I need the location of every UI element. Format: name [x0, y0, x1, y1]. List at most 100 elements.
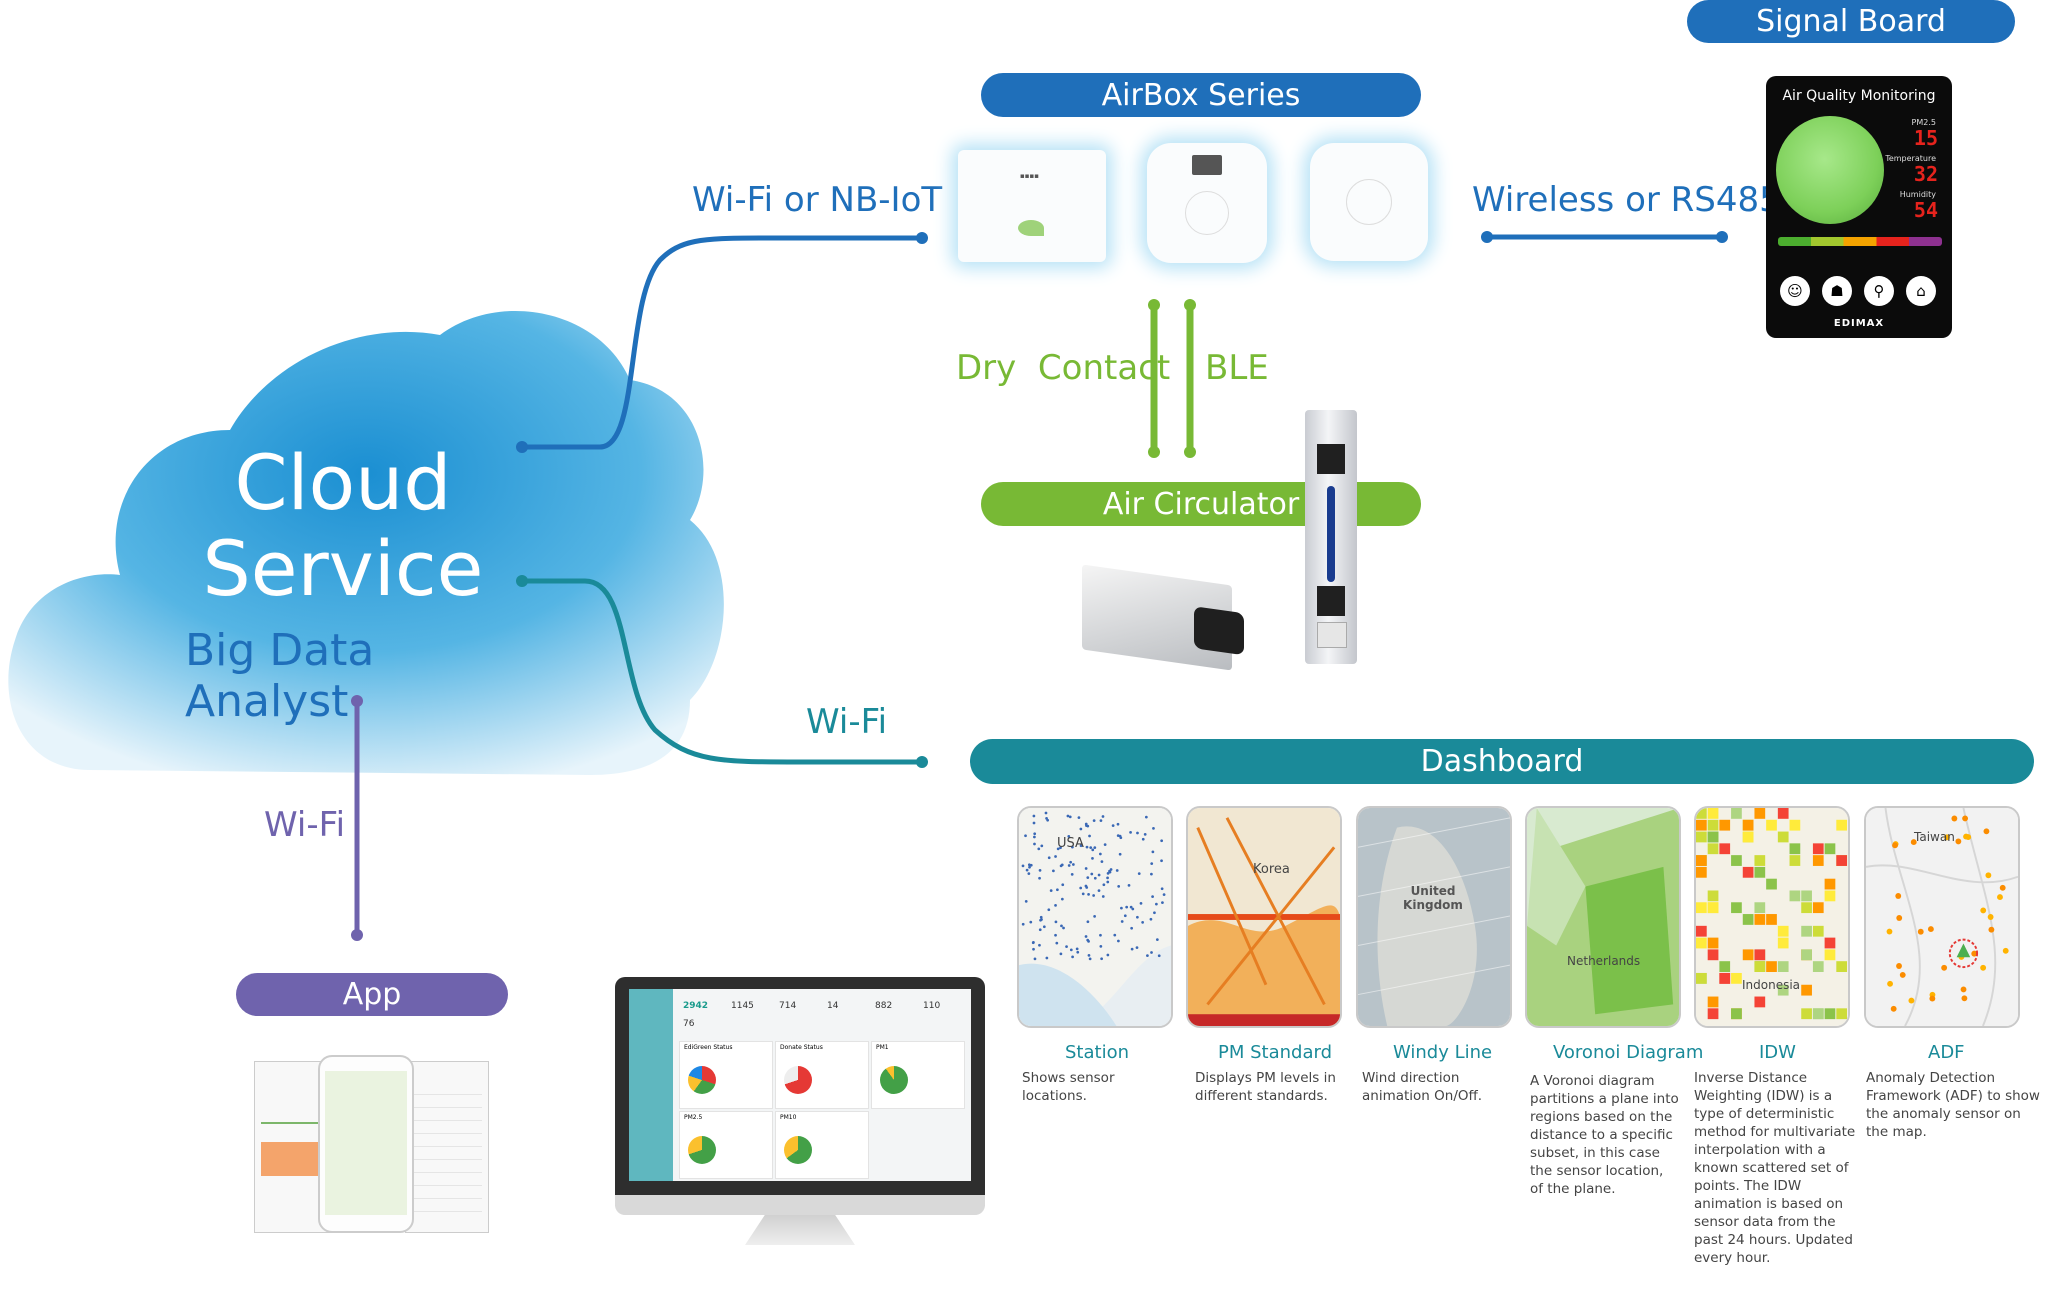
station-dot — [1153, 911, 1156, 915]
idw-cell — [1777, 984, 1789, 996]
station-dot — [1160, 839, 1164, 843]
station-dot — [1087, 954, 1091, 957]
metric-value-temp: 32 — [1913, 162, 1938, 186]
idw-cell — [1777, 961, 1789, 972]
monitor-card-pm1: PM1 — [871, 1041, 965, 1109]
station-dot — [1079, 886, 1083, 890]
donut-edigreen — [688, 1066, 716, 1094]
idw-cell — [1754, 866, 1766, 878]
panel-desc-idw: Inverse Distance Weighting (IDW) is a ty… — [1694, 1070, 1856, 1266]
station-dot — [1093, 876, 1097, 880]
adf-sensor-dot — [1955, 838, 1962, 845]
station-dot — [1149, 917, 1153, 921]
idw-cell — [1754, 996, 1766, 1008]
station-dot — [1070, 873, 1074, 876]
station-dot — [1139, 901, 1143, 905]
station-dot — [1021, 864, 1025, 868]
metric-value-humidity: 54 — [1913, 198, 1938, 222]
idw-cell — [1754, 914, 1766, 925]
mask-icon: ☺ — [1780, 276, 1810, 306]
voronoi-map-label: Netherlands — [1567, 954, 1641, 968]
station-dot — [1146, 954, 1149, 957]
idw-cell — [1731, 1008, 1742, 1020]
station-dot — [1116, 834, 1120, 837]
airbox-ring-3 — [1346, 179, 1392, 225]
monitor-card-title: PM10 — [780, 1114, 797, 1121]
station-dot — [1106, 953, 1110, 957]
panel-desc-station: Shows sensor locations. — [1022, 1070, 1115, 1104]
airbox-ring — [1185, 191, 1229, 235]
panel-desc-voronoi: A Voronoi diagram partitions a plane int… — [1530, 1073, 1679, 1197]
idw-cell — [1754, 855, 1766, 866]
label-wifi-nbiot: Wi-Fi or NB-IoT — [692, 180, 943, 220]
donut-pm25 — [688, 1136, 716, 1164]
adf-sensor-dot — [1997, 894, 2003, 901]
panel-title-windy-line: Windy Line — [1393, 1042, 1493, 1063]
monitor-stat-1: 2942 — [683, 1001, 709, 1011]
station-dot — [1085, 824, 1088, 827]
leaf-icon — [1018, 220, 1044, 236]
station-dot — [1059, 952, 1063, 956]
idw-cell — [1777, 925, 1789, 937]
station-dot — [1155, 902, 1158, 906]
station-dot — [1029, 920, 1033, 924]
adf-sensor-dot — [1929, 995, 1936, 1002]
station-dot — [1106, 872, 1110, 875]
monitor-card-pm10: PM10 — [775, 1111, 869, 1179]
station-dot — [1115, 869, 1119, 872]
station-dot — [1155, 938, 1159, 942]
idw-cell — [1719, 972, 1731, 984]
monitor-stat-3: 714 — [779, 1001, 797, 1011]
station-dot — [1099, 933, 1102, 937]
link-cloud-airbox — [522, 235, 922, 450]
station-dot — [1071, 955, 1074, 959]
metric-label-temp: Temperature — [1885, 154, 1936, 163]
station-dot — [1086, 920, 1090, 924]
station-dot — [1060, 863, 1064, 867]
idw-cell — [1777, 808, 1789, 819]
idw-cell — [1812, 843, 1824, 855]
station-dot — [1060, 897, 1064, 901]
monitor-stat-2: 1145 — [731, 1001, 754, 1011]
station-dot — [1089, 846, 1093, 850]
adf-sensor-dot — [1965, 834, 1972, 841]
station-dot — [1092, 894, 1095, 897]
station-dot — [1032, 947, 1035, 951]
station-dot — [1045, 817, 1048, 820]
monitor-sub-stat: 76 — [683, 1019, 695, 1029]
monitor-stat-5: 882 — [875, 1001, 893, 1011]
donut-pm10 — [784, 1136, 812, 1164]
station-dot — [1056, 847, 1060, 851]
station-dot — [1161, 901, 1164, 905]
signal-board-brand: EDIMAX — [1833, 318, 1885, 329]
station-dot — [1033, 957, 1037, 961]
adf-map-label: Taiwan — [1914, 830, 1955, 844]
station-dot — [1141, 837, 1145, 841]
idw-cell — [1707, 902, 1719, 914]
station-dot — [1091, 857, 1094, 860]
donut-donate — [784, 1066, 812, 1094]
monitor-card-title: PM1 — [876, 1044, 889, 1051]
station-dot — [1052, 869, 1055, 873]
idw-cell — [1696, 866, 1707, 878]
station-dot — [1102, 883, 1106, 887]
panel-title-idw: IDW — [1759, 1042, 1796, 1063]
station-dot — [1120, 906, 1123, 910]
station-dot — [1084, 867, 1088, 870]
idw-cell — [1789, 890, 1801, 902]
station-dot — [1097, 889, 1101, 892]
air-circulator-tower — [1305, 410, 1357, 664]
app-tablet-line — [261, 1102, 331, 1124]
metric-label-humidity: Humidity — [1899, 190, 1936, 199]
monitor-screen: 2942 1145 714 14 882 110 76 EdiGreen Sta… — [629, 989, 971, 1181]
station-dot — [1077, 816, 1081, 819]
panel-pm-standard-map: Korea — [1186, 806, 1342, 1028]
station-dot — [1021, 922, 1025, 926]
panel-title-adf: ADF — [1928, 1042, 1965, 1063]
idw-cell — [1801, 984, 1812, 996]
idw-cell — [1707, 1008, 1719, 1020]
idw-cell — [1836, 819, 1848, 831]
idw-cell — [1696, 925, 1707, 937]
airbox-device-1: ▪▪▪▪ — [958, 150, 1106, 262]
station-dot — [1076, 950, 1080, 954]
